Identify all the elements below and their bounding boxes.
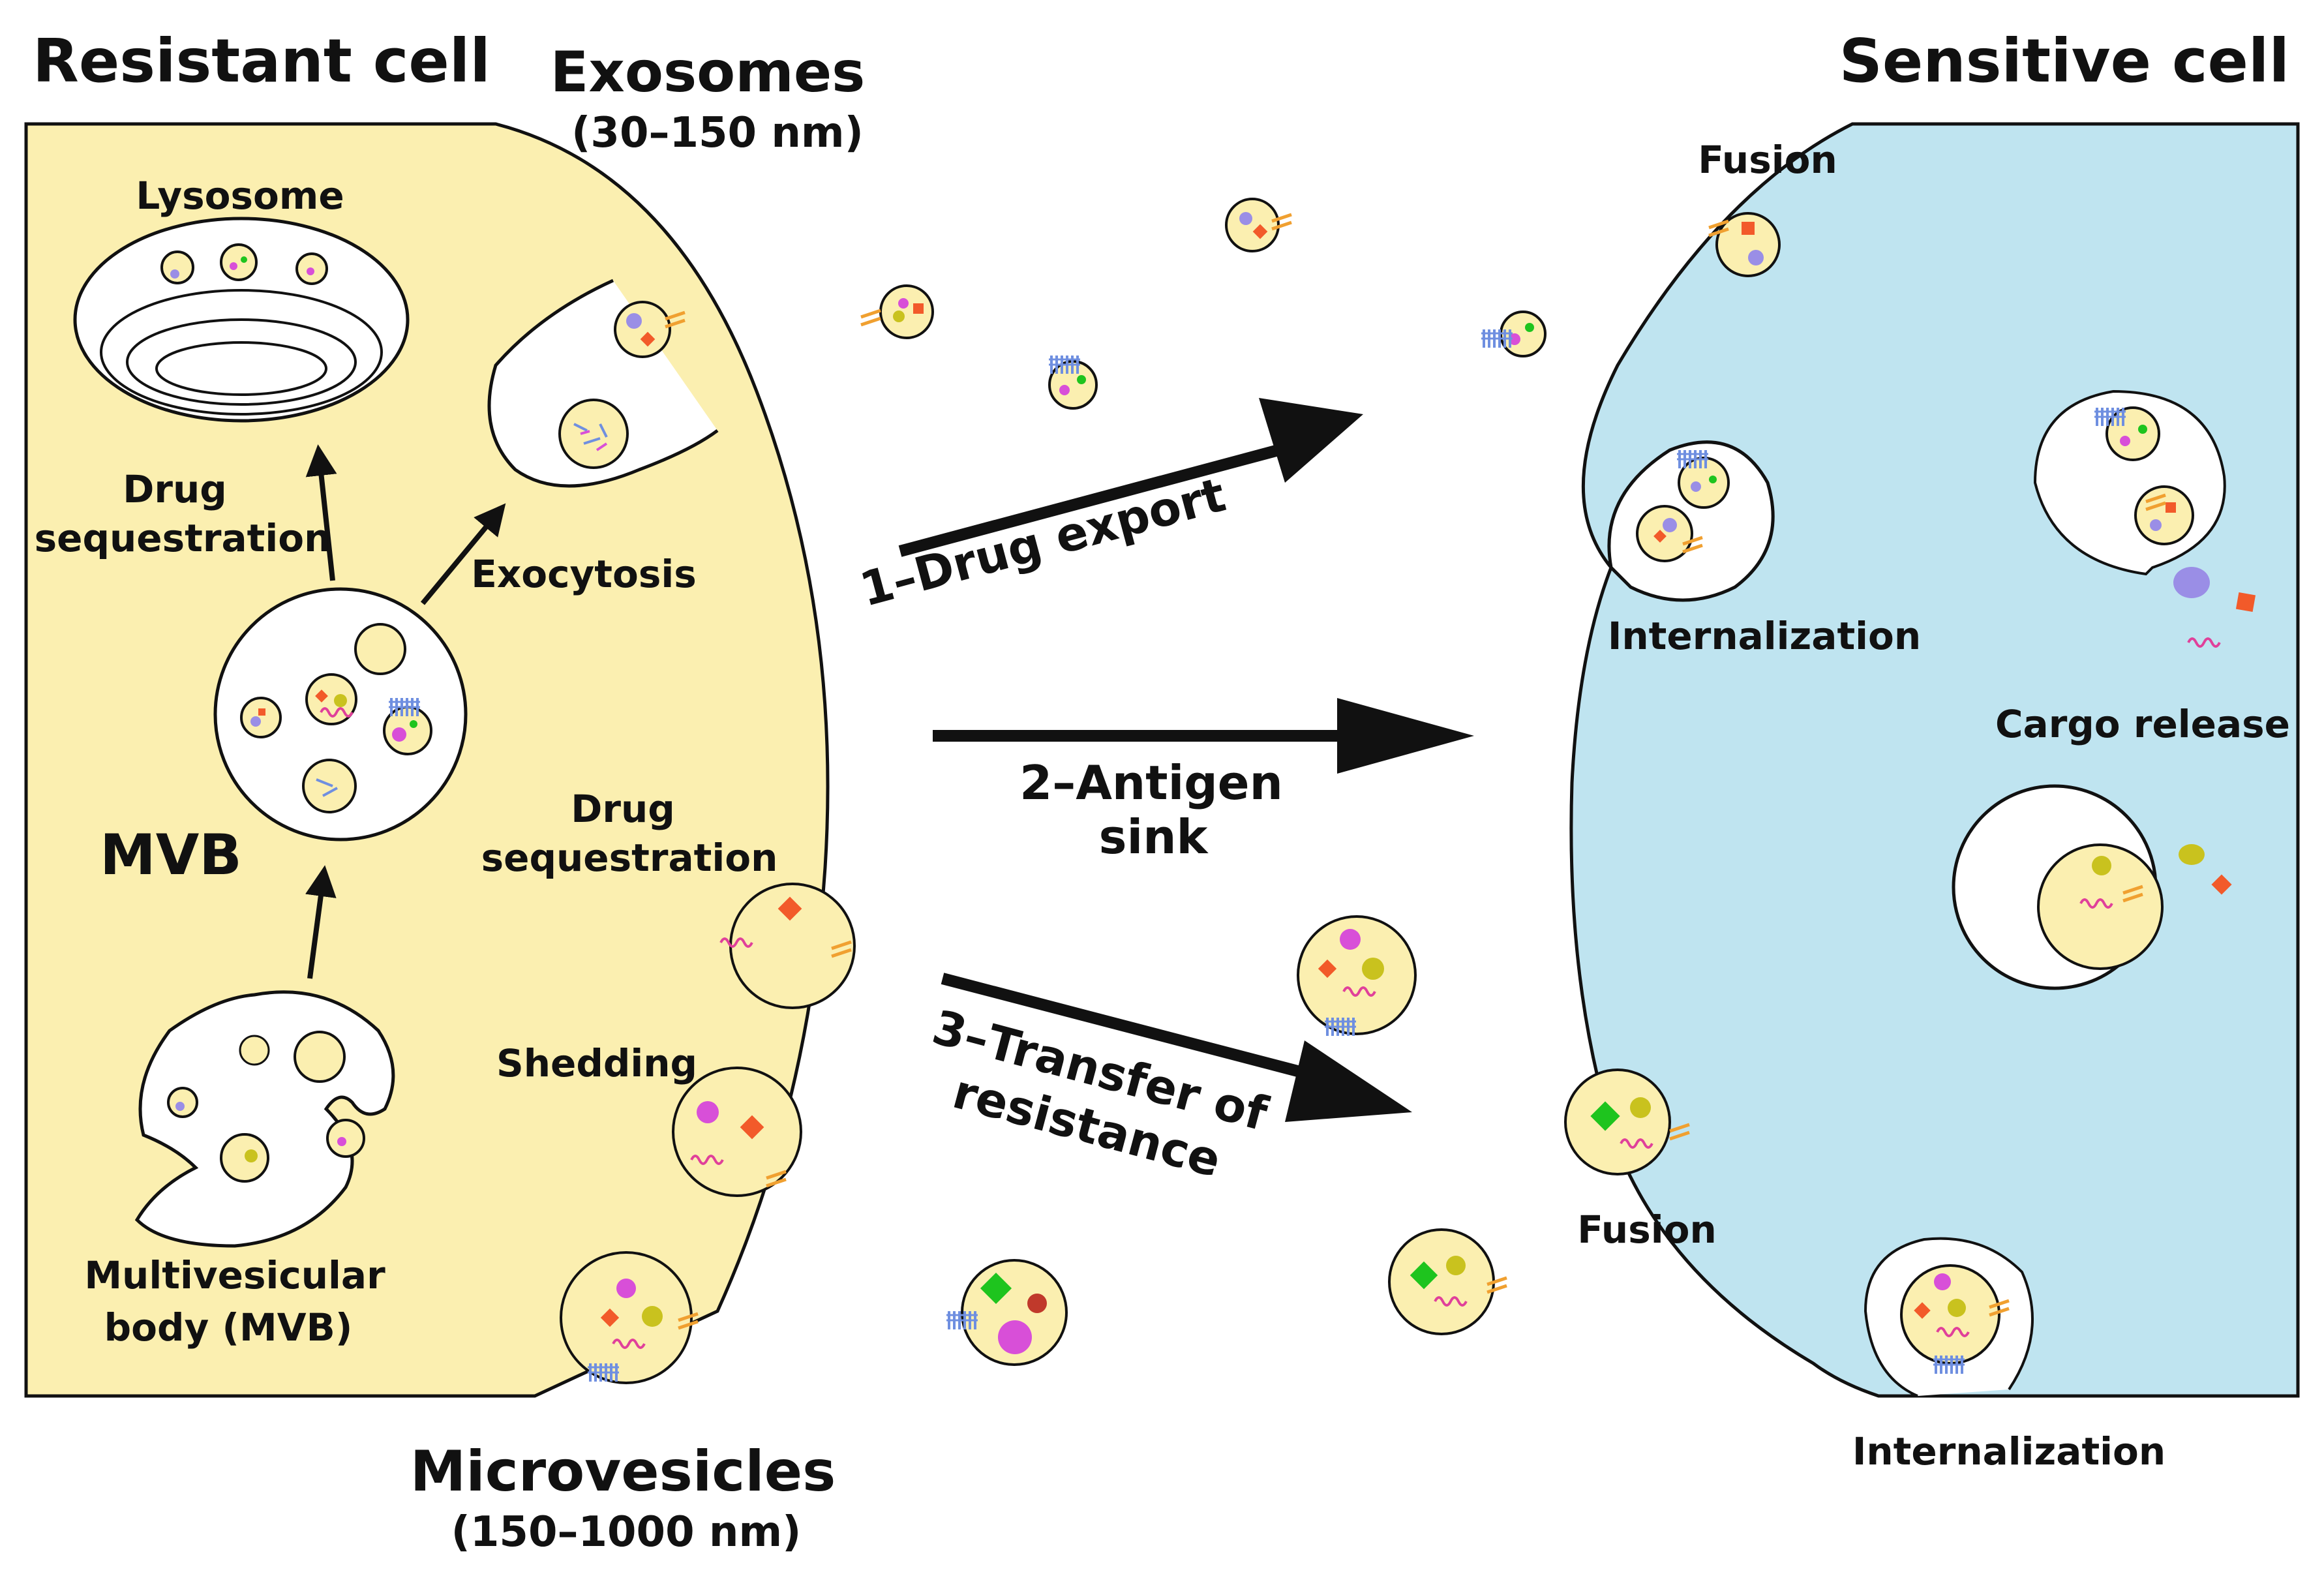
microvesicles-size: (150–1000 nm)	[451, 1508, 802, 1556]
mechanism-1-label: 1–Drug export	[854, 467, 1231, 617]
mvb	[213, 587, 468, 841]
internalization-pocket-bottom	[1864, 1237, 2034, 1397]
internalization-bottom-label: Internalization	[1852, 1429, 2166, 1474]
sensitive-cell-title: Sensitive cell	[1839, 26, 2289, 96]
free-exosome-3	[1048, 354, 1098, 410]
arrow-drug-export	[898, 398, 1363, 557]
free-microvesicle-1	[1297, 915, 1417, 1037]
free-microvesicle-3	[945, 1259, 1068, 1366]
budding-microvesicle-3	[560, 1251, 698, 1384]
mvb-full-line2: body (MVB)	[104, 1305, 353, 1350]
exosomes-size: (30–150 nm)	[571, 109, 864, 157]
drug-sequestration-1-line2: sequestration	[35, 516, 331, 560]
internalization-pocket-mid	[1607, 440, 1775, 602]
drug-sequestration-1-line1: Drug	[123, 467, 227, 511]
lysosome	[73, 217, 410, 423]
budding-microvesicle-2	[672, 1067, 802, 1197]
budding-microvesicle-1	[719, 883, 856, 1009]
mechanism-2-line2: sink	[1099, 810, 1209, 864]
released-protein	[2173, 567, 2210, 598]
internalized-exosome-mid-1	[1676, 449, 1730, 509]
arrow-antigen-sink	[933, 698, 1474, 774]
exocytosis-vesicle	[614, 301, 685, 358]
sensitive-cell-body	[1569, 122, 2300, 1398]
cargo-release-vacuole	[1952, 784, 2164, 990]
free-exosome-4	[1480, 311, 1547, 357]
free-microvesicle-2	[1388, 1228, 1507, 1335]
mvb-label: MVB	[100, 823, 242, 888]
exocytosis-pocket	[487, 279, 719, 488]
resistant-cell-title: Resistant cell	[33, 26, 490, 96]
fusion-top-label: Fusion	[1698, 138, 1837, 182]
shedding-label: Shedding	[496, 1041, 697, 1085]
exosomes-label: Exosomes	[551, 40, 866, 105]
fusion-bottom-label: Fusion	[1577, 1207, 1717, 1252]
internalized-exosome-mid-2	[1636, 505, 1702, 562]
arrow-mvb-to-lysosome	[305, 444, 337, 581]
arrow-transfer-of-resistance	[941, 973, 1412, 1122]
arrow-mvb-to-exocytosis	[420, 503, 506, 605]
mvb-full-line1: Multivesicular	[84, 1253, 385, 1297]
mechanism-2-line1: 2–Antigen	[1019, 755, 1283, 810]
drug-sequestration-2-line1: Drug	[571, 787, 675, 831]
internalization-mid-label: Internalization	[1608, 614, 1921, 658]
free-exosome-1	[1226, 199, 1291, 251]
released-drug-2	[2211, 874, 2232, 895]
arrow-forming-to-mvb	[305, 865, 337, 979]
exocytosis-vesicle-inner	[558, 399, 629, 469]
released-drug	[2235, 592, 2256, 613]
fusion-vesicle-bottom	[1564, 1068, 1689, 1175]
cargo-release-label: Cargo release	[1995, 702, 2290, 746]
released-olive	[2179, 844, 2205, 865]
drug-sequestration-2-line2: sequestration	[481, 836, 778, 880]
lysosome-label: Lysosome	[136, 174, 344, 218]
microvesicles-label: Microvesicles	[410, 1439, 836, 1504]
endosome-top	[2033, 389, 2226, 576]
free-exosome-2	[861, 284, 934, 339]
fusion-vesicle-top	[1709, 212, 1781, 277]
exocytosis-label: Exocytosis	[471, 552, 697, 596]
